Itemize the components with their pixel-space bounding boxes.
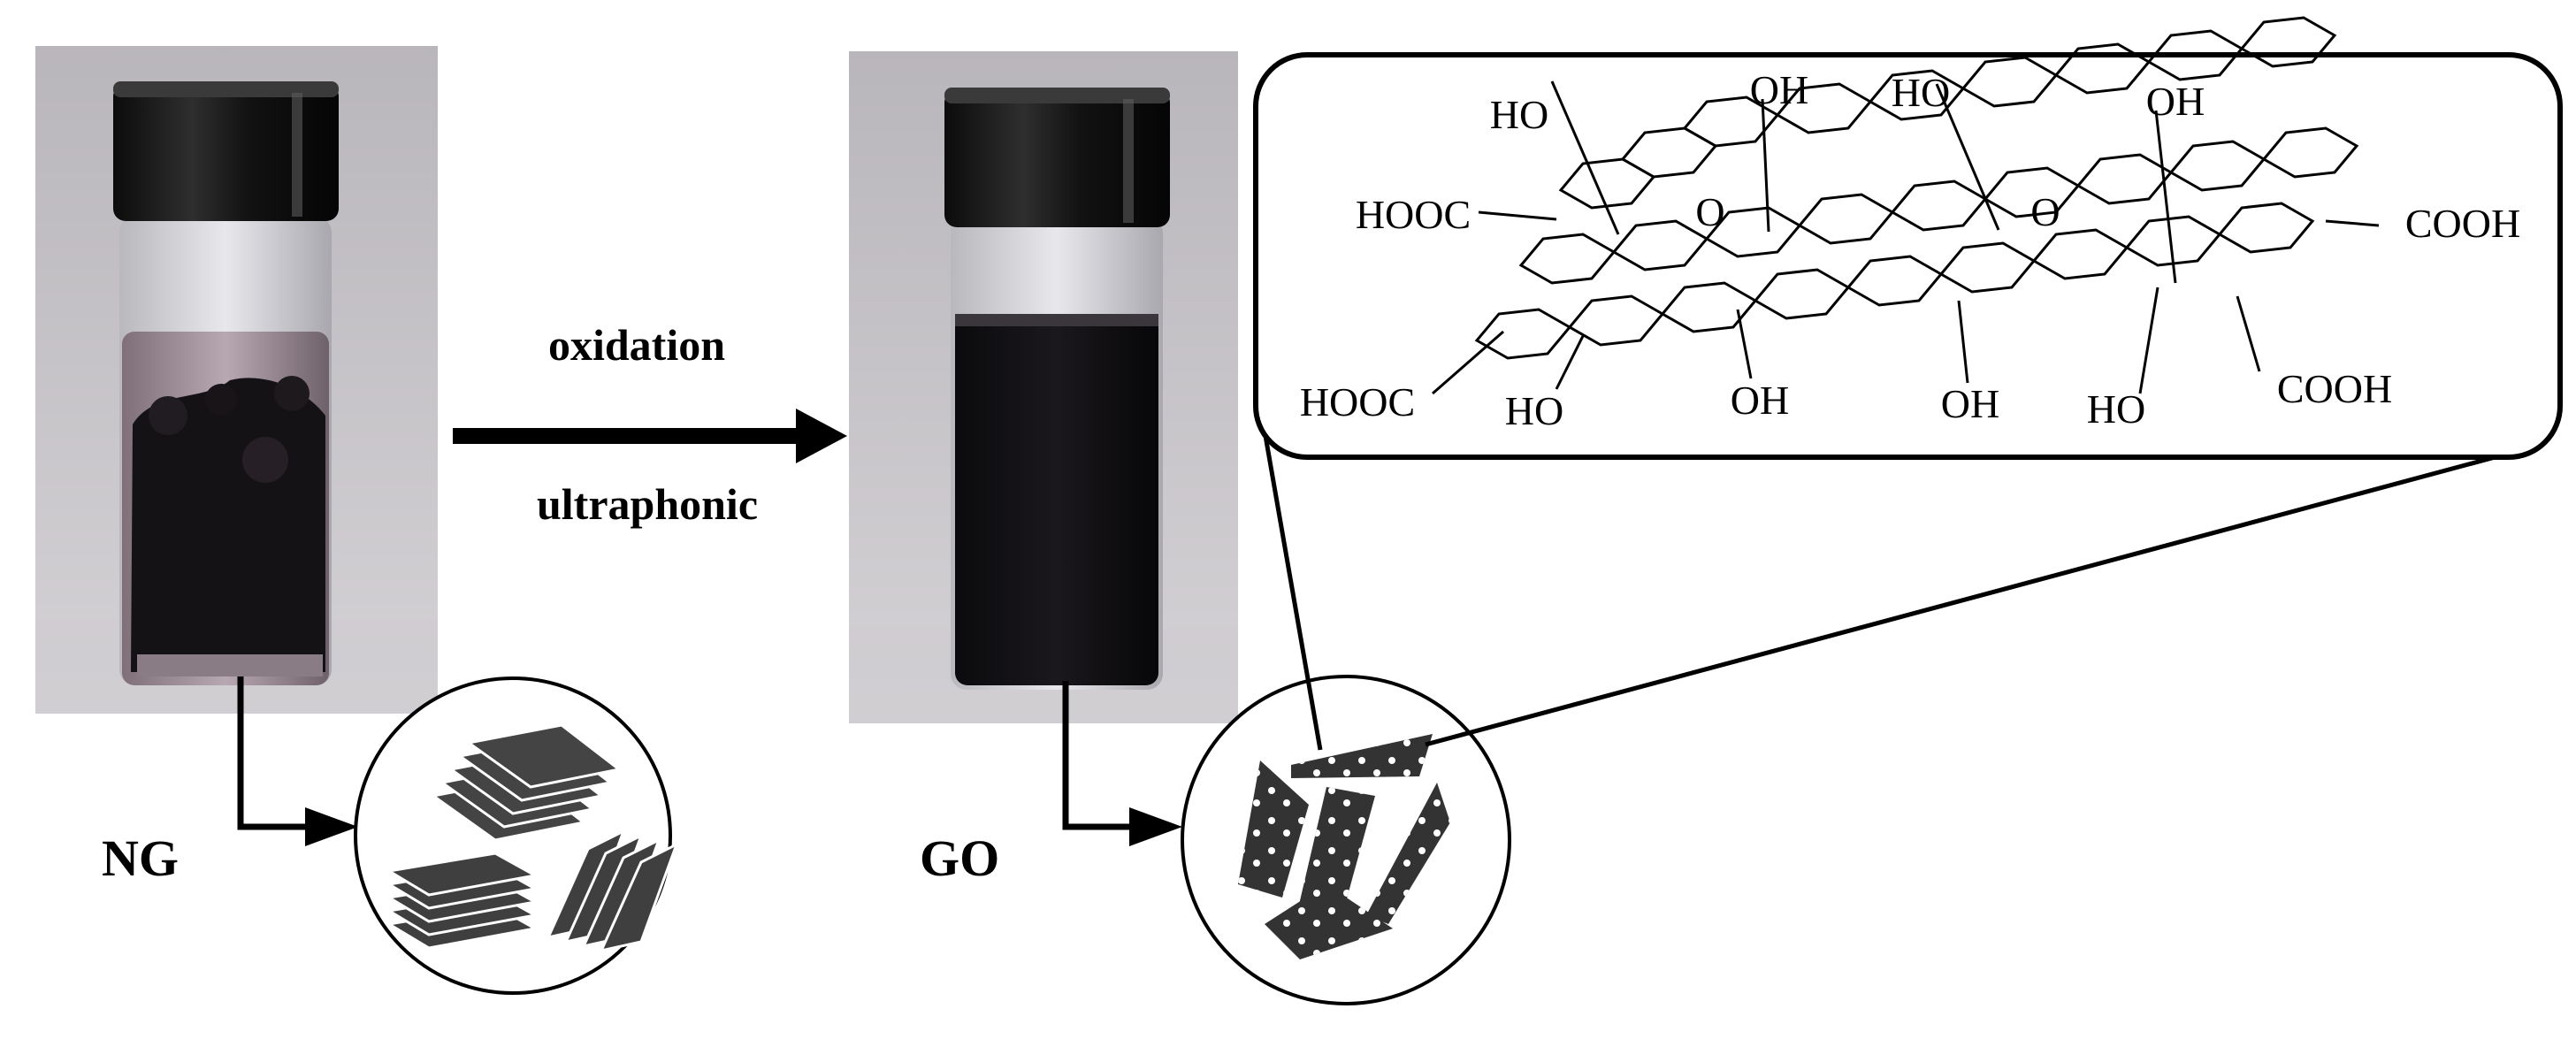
group-cooh-bottom-right: COOH [2277, 366, 2392, 411]
graphite-stack-top [430, 723, 623, 842]
aromatic-rings-row-2 [1518, 126, 2359, 285]
group-oh-top-mid: OH [1750, 67, 1808, 112]
group-ho-top-mid: HO [1892, 70, 1950, 115]
go-flake [1291, 734, 1433, 778]
graphite-stack-right [546, 828, 679, 953]
graphite-stack-left [385, 852, 539, 950]
ng-graphite-stack-circle [354, 676, 679, 995]
ng-connector-arrow [237, 676, 358, 846]
oxidation-label: oxidation [548, 320, 725, 370]
go-label: GO [920, 829, 999, 887]
go-flakes-circle [1181, 675, 1511, 1005]
zoom-lines [1259, 415, 2512, 751]
group-hooc-left: HOOC [1356, 192, 1471, 237]
go-vial-photo [849, 51, 1238, 723]
go-flake [1265, 884, 1393, 959]
ng-label: NG [102, 829, 179, 887]
group-oh-bottom-2: OH [1941, 381, 1999, 426]
graphene-oxide-structure [1432, 16, 2380, 395]
go-connector-arrow [1062, 681, 1182, 846]
aromatic-rings-row-1 [1558, 16, 2337, 210]
substituent-bonds [1432, 80, 2380, 395]
ultraphonic-label: ultraphonic [537, 479, 758, 529]
go-flake [1238, 760, 1309, 898]
aromatic-rings-row-3 [1474, 202, 2315, 360]
go-flake [1366, 783, 1450, 924]
group-ho-top-left: HO [1490, 92, 1548, 137]
group-hooc-bottom-left: HOOC [1300, 379, 1415, 424]
functional-group-labels: HO OH HO OH HOOC COOH O O HOOC HO OH OH … [1300, 67, 2520, 433]
group-ho-bottom-1: HO [1505, 388, 1563, 433]
process-arrow [453, 409, 847, 463]
ng-vial-photo [35, 46, 438, 714]
group-epoxy-left: O [1695, 189, 1724, 234]
go-flake [1296, 787, 1375, 924]
group-ho-bottom-2: HO [2087, 386, 2145, 432]
group-cooh-right: COOH [2405, 201, 2520, 246]
group-oh-bottom-1: OH [1731, 378, 1789, 423]
group-epoxy-right: O [2030, 189, 2060, 234]
group-oh-top-right: OH [2146, 79, 2205, 124]
